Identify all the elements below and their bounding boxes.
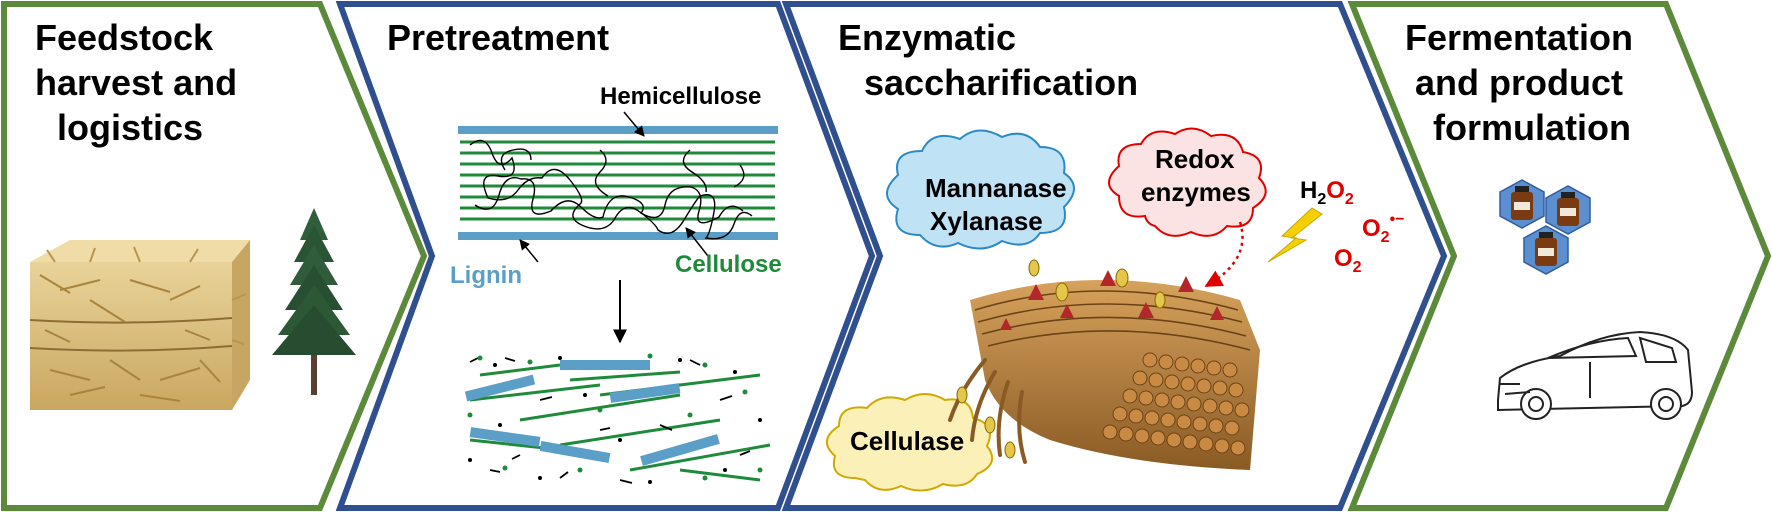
hemicellulose-label: Hemicellulose <box>600 83 761 110</box>
enzymes-label: enzymes <box>1141 177 1251 207</box>
cellulose-fiber-bundle-icon <box>948 259 1260 470</box>
stage-1-title-line-1: Feedstock <box>35 17 214 58</box>
xylanase-label: Xylanase <box>930 206 1043 236</box>
lignin-label: Lignin <box>450 262 522 289</box>
stage-4-title-line-3: formulation <box>1433 107 1631 148</box>
conifer-tree-icon <box>272 208 356 395</box>
o2-formula: O2 <box>1334 245 1362 276</box>
h2o2-sub-1: 2 <box>1317 191 1326 208</box>
cellulase-label: Cellulase <box>850 426 964 456</box>
h2o2-o: O <box>1326 177 1345 204</box>
stage-2-title: Pretreatment <box>387 17 609 58</box>
mannanase-xylanase-cloud: Mannanase Xylanase <box>886 129 1075 250</box>
h2o2-sub-2: 2 <box>1345 191 1354 208</box>
stage-3-title-line-1: Enzymatic <box>838 17 1016 58</box>
stage-3-title-line-2: saccharification <box>864 62 1138 103</box>
svg-text:H2O2: H2O2 <box>1300 177 1354 208</box>
redox-enzymes-cloud: Redox enzymes <box>1108 127 1267 237</box>
stage-3-chevron <box>781 1 1448 511</box>
svg-text:O2•−: O2•− <box>1362 211 1405 246</box>
lightning-bolt-icon <box>1267 207 1323 263</box>
car-icon <box>1497 330 1694 420</box>
cellulase-cloud: Cellulase <box>826 393 994 492</box>
lignocellulose-structure <box>458 111 778 263</box>
o2-sub: 2 <box>1353 259 1362 276</box>
cellulose-label: Cellulose <box>675 251 782 278</box>
stage-1-title: Feedstock harvest and logistics <box>35 17 237 148</box>
svg-text:O2: O2 <box>1334 245 1362 276</box>
superoxide-sup: •− <box>1390 211 1405 228</box>
h2o2-h: H <box>1300 177 1317 204</box>
pretreated-biomass <box>464 353 771 484</box>
stage-1-title-line-2: harvest and <box>35 62 237 103</box>
redox-attack-arrow <box>1204 221 1244 288</box>
stage-1-title-line-3: logistics <box>57 107 203 148</box>
h2o2-formula: H2O2 <box>1300 177 1354 208</box>
superoxide-sub: 2 <box>1381 229 1390 246</box>
redox-label: Redox <box>1155 144 1235 174</box>
o2-o: O <box>1334 245 1353 272</box>
chemical-bottles-icon <box>1499 179 1591 275</box>
stage-4-title-line-2: and product <box>1415 62 1623 103</box>
mannanase-label: Mannanase <box>925 173 1067 203</box>
superoxide-formula: O2•− <box>1362 211 1405 246</box>
superoxide-o: O <box>1362 215 1381 242</box>
stage-4-title-line-1: Fermentation <box>1405 17 1633 58</box>
hay-bale-icon <box>29 240 250 410</box>
